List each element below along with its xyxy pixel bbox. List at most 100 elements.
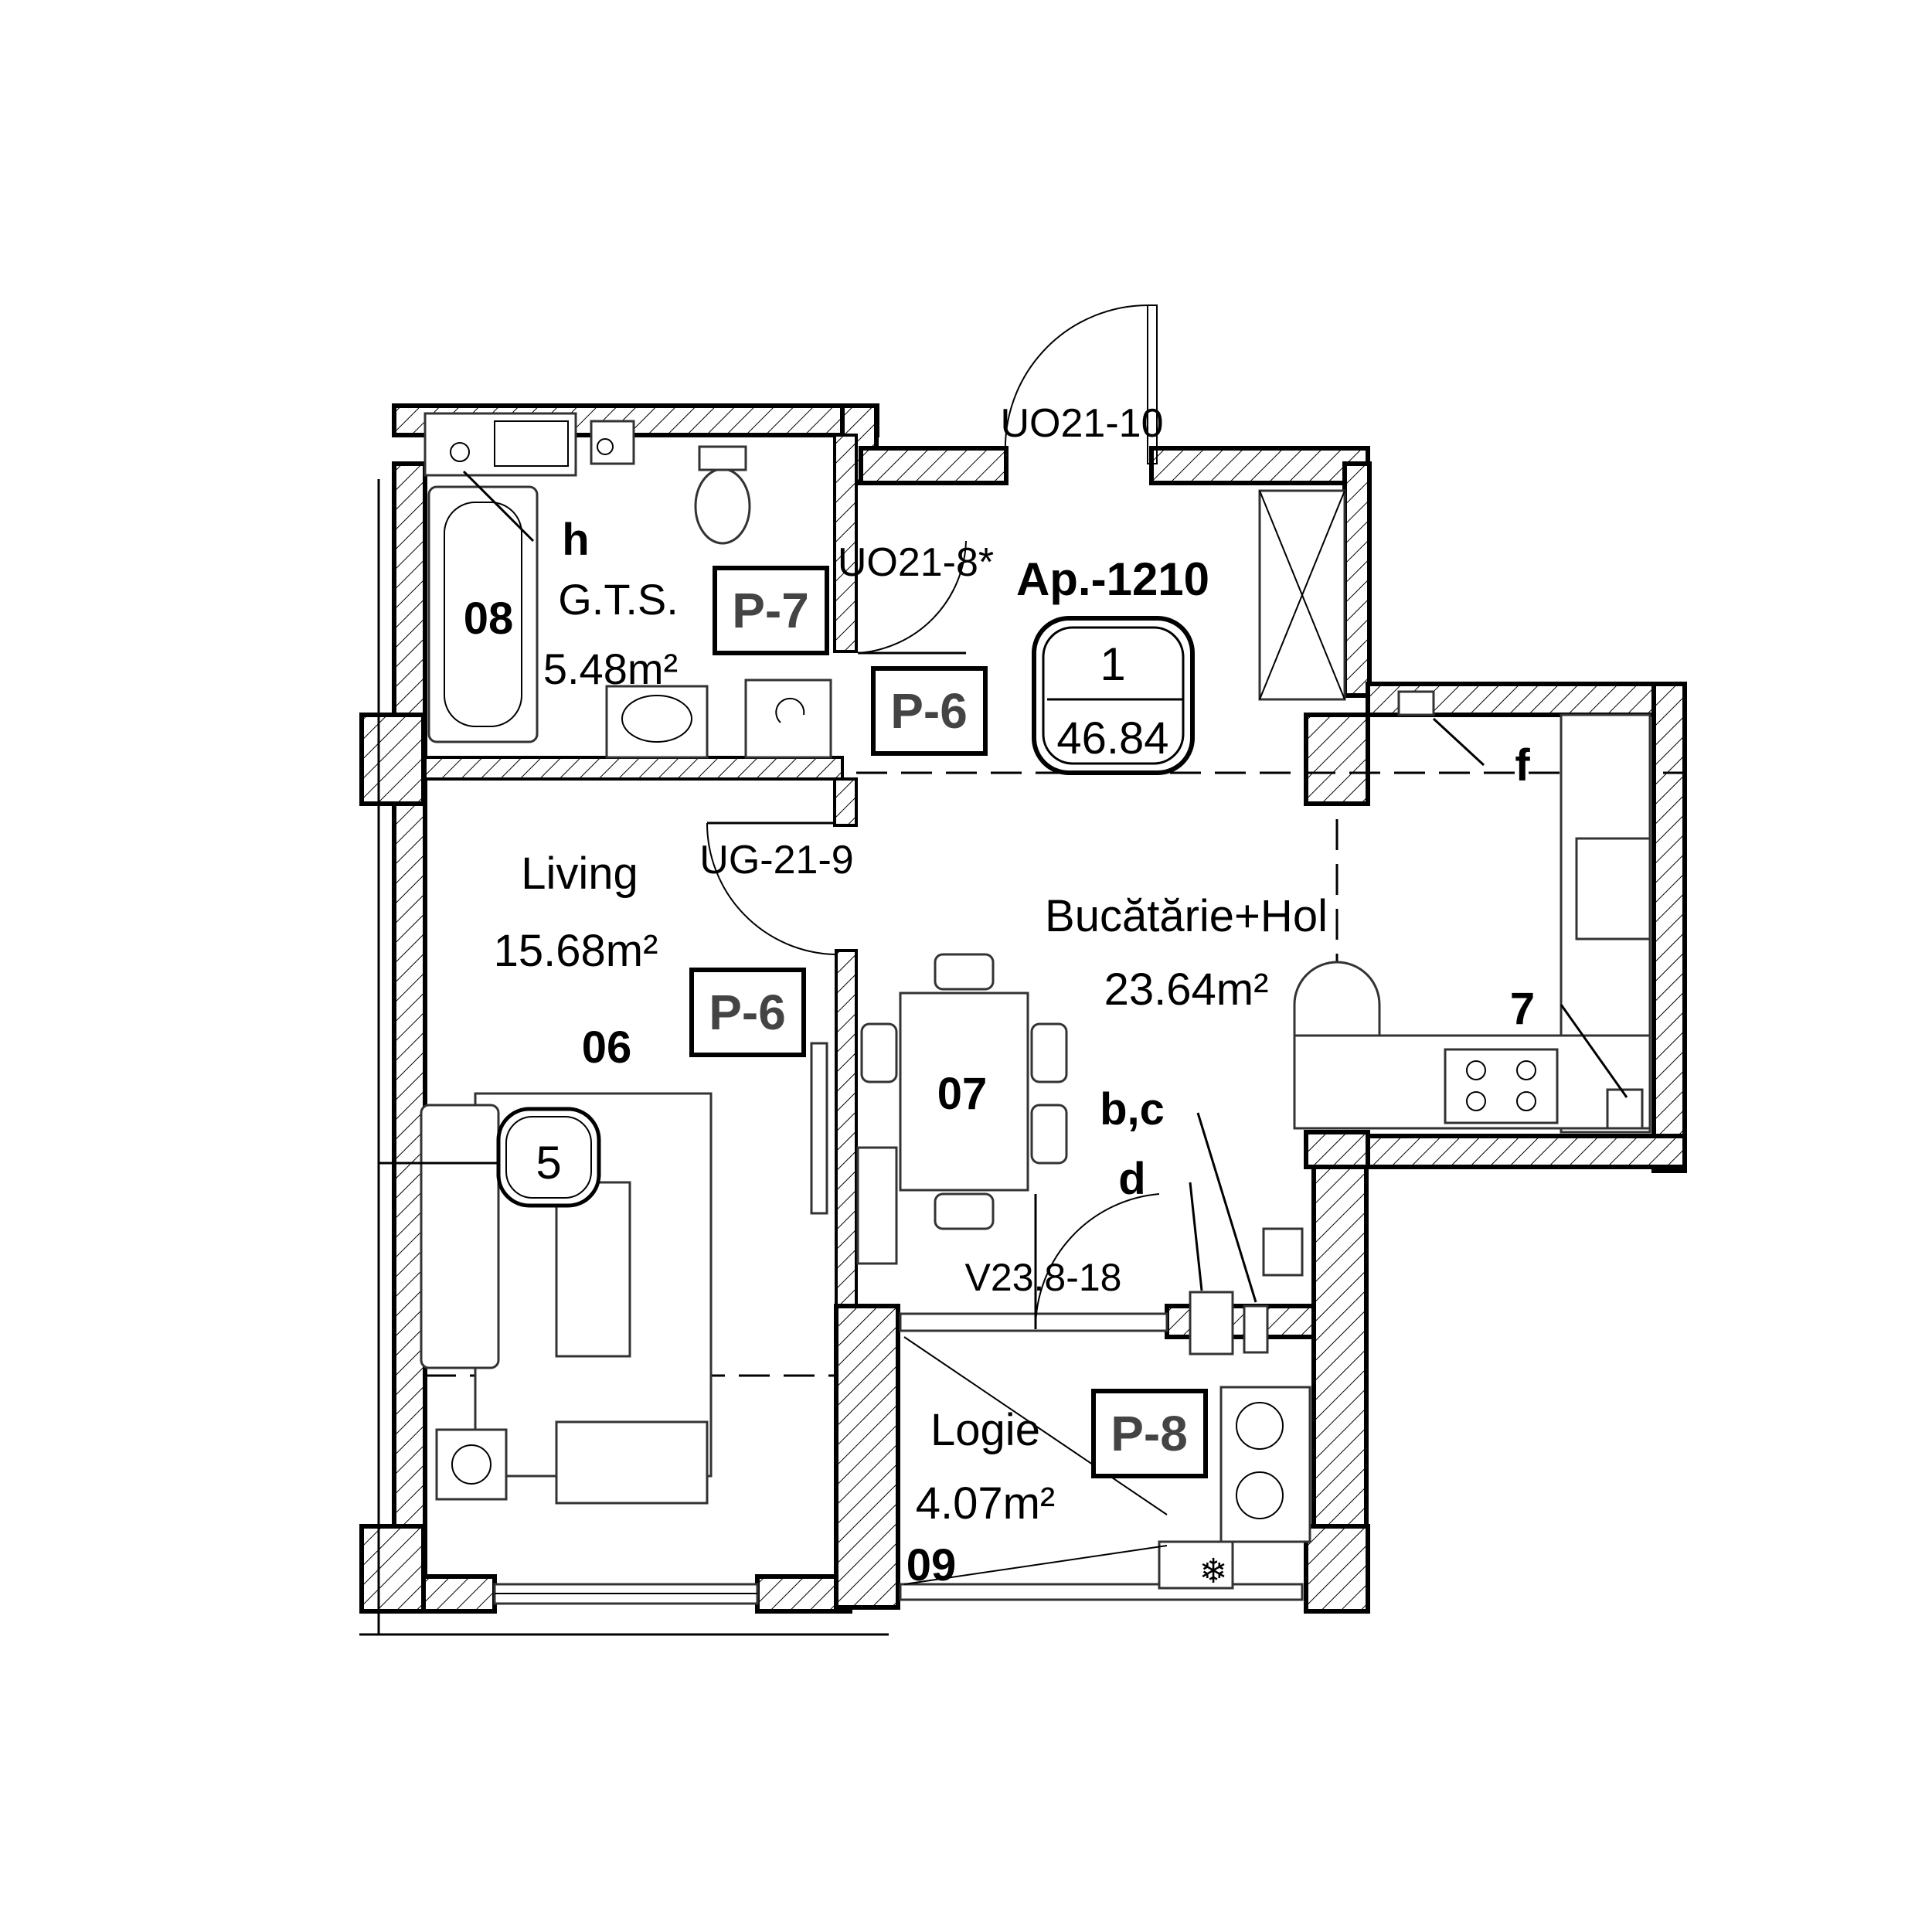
marker-bc: b,c bbox=[1100, 1084, 1165, 1134]
radiator bbox=[856, 1146, 898, 1265]
d-leader bbox=[1189, 1182, 1203, 1291]
kitchen-name: Bucătărie+Hol bbox=[1045, 891, 1328, 941]
marker-seven: 7 bbox=[1510, 984, 1535, 1034]
windows bbox=[493, 1312, 1304, 1605]
shaft-d bbox=[1189, 1291, 1234, 1355]
tag-living-text: P-6 bbox=[709, 985, 786, 1040]
chair-right-2 bbox=[1030, 1104, 1068, 1165]
loggia-code: 09 bbox=[906, 1540, 957, 1590]
living-name: Living bbox=[521, 849, 638, 899]
wall-kitchen-right bbox=[1651, 682, 1687, 1173]
bath-cabinet bbox=[423, 412, 577, 477]
apartment-area: 46.84 bbox=[1056, 713, 1168, 764]
marker-five-text: 5 bbox=[536, 1137, 561, 1189]
bath-area: 5.48m² bbox=[543, 645, 678, 693]
wall-bath-living bbox=[423, 756, 844, 781]
kitchen-area: 23.64m² bbox=[1104, 964, 1269, 1015]
marker-h: h bbox=[562, 515, 589, 565]
chair-right-1 bbox=[1030, 1022, 1068, 1083]
dining-table bbox=[899, 992, 1029, 1192]
bath-name: G.T.S. bbox=[558, 575, 679, 624]
kitchen-sink-icon bbox=[1575, 837, 1651, 940]
marker-f: f bbox=[1515, 740, 1530, 791]
tag-living: P-6 bbox=[689, 968, 806, 1057]
h-leader bbox=[462, 470, 535, 543]
floor-lamp-icon bbox=[435, 1428, 508, 1501]
water-icon bbox=[1262, 1227, 1304, 1277]
wall-right-upper bbox=[1342, 461, 1372, 698]
wall-left bbox=[392, 461, 427, 1602]
vent-f bbox=[1397, 690, 1435, 716]
column-right-mid bbox=[1304, 1130, 1370, 1169]
door-loggia-frame[interactable] bbox=[899, 1312, 1168, 1332]
bc-leader bbox=[1196, 1112, 1257, 1303]
entrance-door-swing bbox=[1004, 304, 1152, 464]
tag-hall-text: P-6 bbox=[890, 683, 968, 739]
wall-bath-hall bbox=[833, 434, 858, 653]
apartment-badge: 1 46.84 bbox=[1032, 616, 1195, 775]
chair-left-1 bbox=[860, 1022, 898, 1083]
sofa bbox=[420, 1104, 500, 1369]
washbasin-icon bbox=[605, 685, 709, 759]
apartment-number: 1 bbox=[1100, 638, 1125, 690]
tag-loggia: P-8 bbox=[1091, 1389, 1208, 1478]
window-loggia[interactable] bbox=[899, 1583, 1304, 1601]
seven-leader bbox=[1560, 1004, 1628, 1098]
loggia-fixtures: ❄ bbox=[903, 1336, 1311, 1590]
doors bbox=[706, 304, 1160, 1330]
marker-five: 5 bbox=[496, 1107, 601, 1208]
column-left-upper bbox=[359, 713, 426, 806]
heat-pump bbox=[1219, 1386, 1311, 1543]
toilet-tank bbox=[698, 445, 747, 471]
door-loggia-code: V23.8-18 bbox=[965, 1256, 1122, 1299]
door-bath-code: UO21-8* bbox=[838, 540, 994, 585]
bath-code: 08 bbox=[464, 594, 514, 644]
wall-top-right bbox=[1149, 446, 1370, 485]
armchair bbox=[555, 1420, 709, 1505]
wall-living-stub bbox=[833, 777, 858, 827]
tv-unit bbox=[810, 1042, 828, 1215]
living-door-swing bbox=[706, 822, 835, 955]
apartment-label: Ap.-1210 bbox=[1016, 553, 1209, 605]
toilet-icon bbox=[694, 468, 751, 545]
snowflake-icon: ❄ bbox=[1199, 1553, 1228, 1590]
chair-top bbox=[934, 953, 995, 991]
kitchen-code: 07 bbox=[937, 1069, 988, 1119]
stove-icon bbox=[1444, 1048, 1559, 1124]
entrance-door-leaf[interactable] bbox=[1147, 304, 1158, 464]
column-left-lower bbox=[359, 1524, 426, 1614]
tag-hall: P-6 bbox=[871, 666, 988, 756]
ac-unit-icon bbox=[1158, 1540, 1234, 1590]
tag-loggia-text: P-8 bbox=[1111, 1406, 1188, 1461]
f-leader bbox=[1432, 717, 1485, 767]
loggia-diagonal-2 bbox=[903, 1545, 1168, 1585]
loggia-door-swing bbox=[1034, 1193, 1160, 1330]
chair-bottom bbox=[934, 1192, 995, 1230]
door-entrance-code: UO21-10 bbox=[1001, 401, 1164, 446]
wall-living-kitchen bbox=[835, 949, 858, 1308]
column-right-lower bbox=[1304, 1524, 1370, 1614]
living-code: 06 bbox=[582, 1022, 632, 1073]
bathroom-fixtures bbox=[423, 412, 832, 759]
bath-door-swing bbox=[857, 540, 967, 654]
coffee-table bbox=[555, 1181, 631, 1358]
wall-kitchen-bottom bbox=[1366, 1134, 1687, 1169]
loggia-name: Logie bbox=[930, 1405, 1040, 1455]
tag-bath: P-7 bbox=[713, 566, 829, 655]
washing-machine-icon bbox=[744, 679, 832, 759]
column-right-upper bbox=[1304, 713, 1370, 806]
bathtub bbox=[427, 485, 539, 743]
fridge-icon bbox=[1293, 961, 1381, 1037]
shaft-bc bbox=[1243, 1304, 1269, 1354]
door-living-code: UG-21-9 bbox=[699, 838, 853, 883]
kitchen-furniture bbox=[856, 489, 1651, 1355]
living-area: 15.68m² bbox=[494, 926, 658, 976]
loggia-area: 4.07m² bbox=[916, 1478, 1056, 1529]
loggia-diagonal-1 bbox=[903, 1336, 1168, 1515]
tag-bath-text: P-7 bbox=[732, 583, 809, 638]
wall-top-mid bbox=[859, 446, 1009, 485]
marker-d: d bbox=[1118, 1154, 1145, 1204]
wall-loggia-left bbox=[834, 1304, 900, 1610]
living-furniture bbox=[379, 1042, 828, 1505]
